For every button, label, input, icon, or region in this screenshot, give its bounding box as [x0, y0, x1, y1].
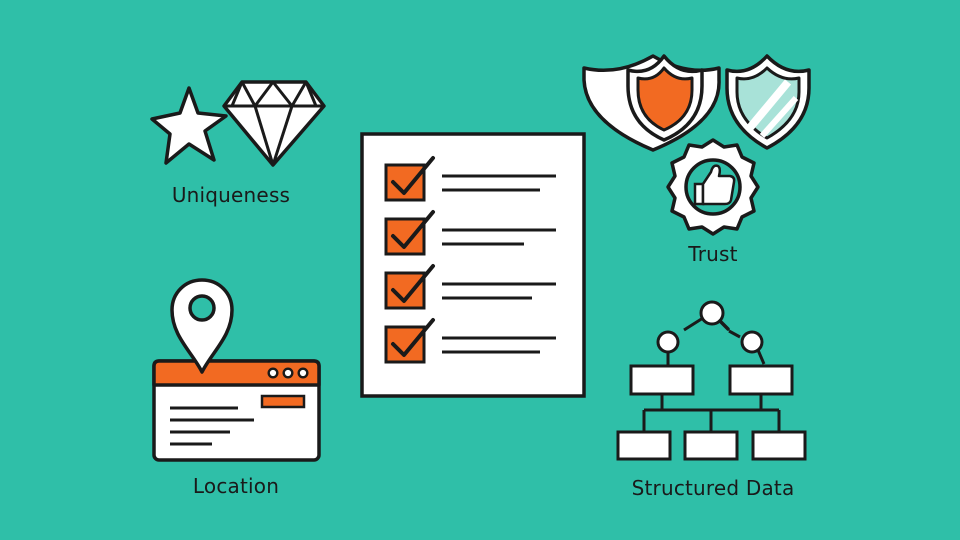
checkbox-checked-icon	[384, 318, 435, 364]
structured-data-label: Structured Data	[631, 476, 795, 500]
shield-orange-icon	[626, 54, 704, 142]
trust-label: Trust	[688, 242, 738, 266]
magnifier-node-icon	[656, 330, 680, 366]
browser-window-icon	[152, 359, 321, 462]
diamond-icon	[222, 80, 326, 167]
checkbox-checked-icon	[384, 264, 435, 310]
magnifier-node-icon	[699, 300, 730, 331]
star-icon	[150, 86, 228, 165]
checkbox-checked-icon	[384, 156, 435, 202]
location-label: Location	[192, 474, 280, 498]
thumbs-up-badge-icon	[666, 138, 760, 236]
structured-data-diagram-icon	[616, 300, 807, 461]
location-pin-icon	[170, 278, 234, 374]
uniqueness-label: Uniqueness	[171, 183, 291, 207]
magnifier-node-icon	[740, 330, 766, 365]
checkbox-checked-icon	[384, 210, 435, 256]
shield-striped-icon	[725, 54, 811, 150]
checklist-document-icon	[360, 132, 586, 398]
